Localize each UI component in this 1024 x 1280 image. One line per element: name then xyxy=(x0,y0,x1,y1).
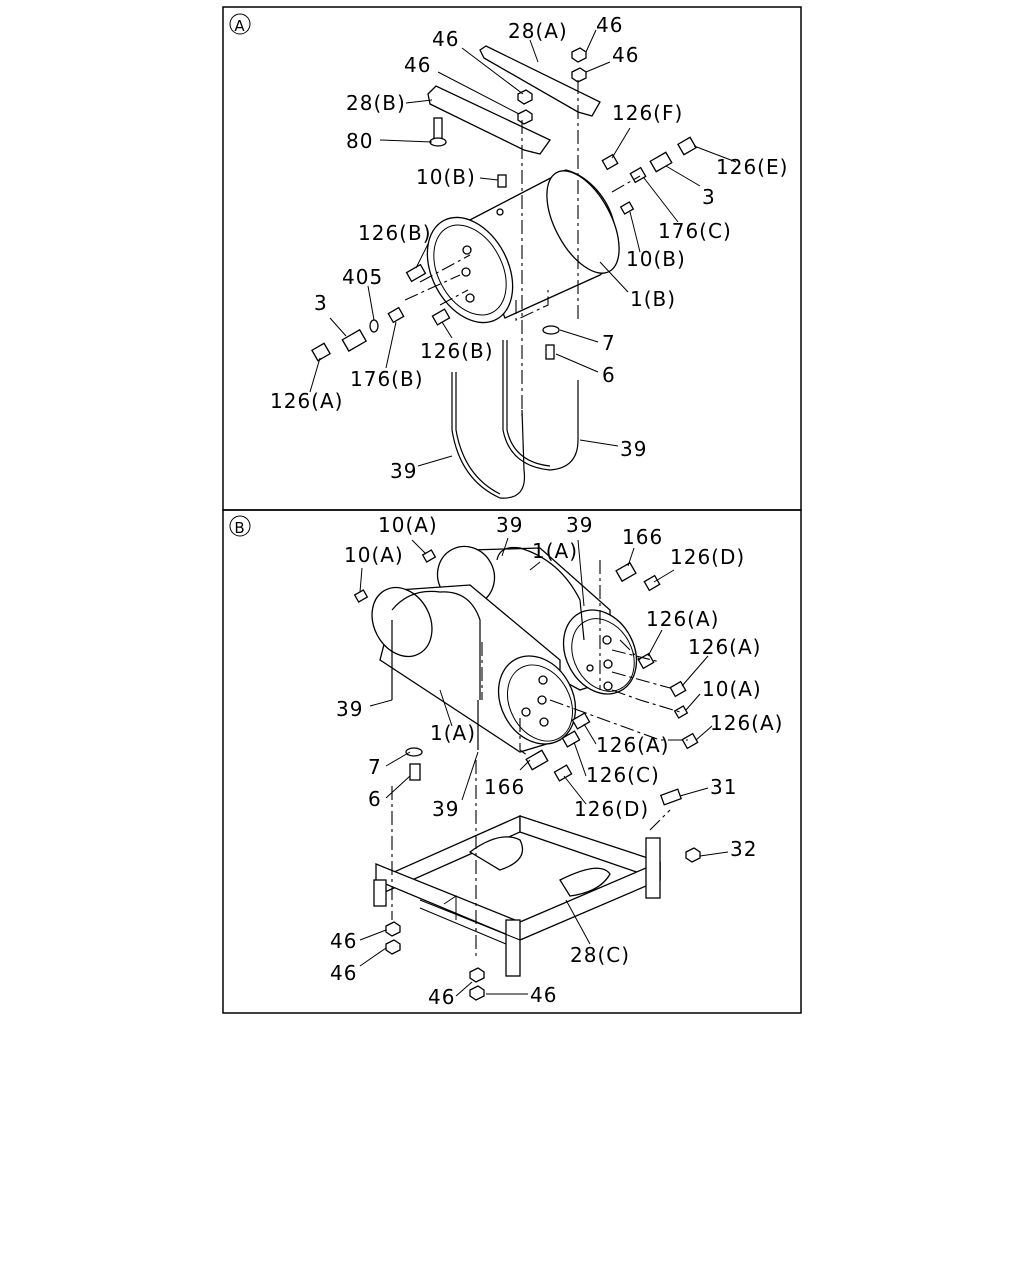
callout-label: 126(D) xyxy=(574,797,649,821)
callout-label: 32 xyxy=(730,837,757,861)
callout-label: 7 xyxy=(368,755,382,779)
callout-label: 39 xyxy=(336,697,363,721)
panel-a-drawing xyxy=(309,29,737,499)
callout-label: 126(E) xyxy=(716,155,788,179)
callout-label: 126(A) xyxy=(596,733,669,757)
callout-label: 46 xyxy=(428,985,455,1009)
panel-b-frame xyxy=(222,509,802,1014)
callout-label: 31 xyxy=(710,775,737,799)
callout-label: 126(A) xyxy=(710,711,783,735)
callout-label: 126(A) xyxy=(646,607,719,631)
svg-text:A: A xyxy=(234,17,245,35)
callout-label: 28(A) xyxy=(508,19,568,43)
panel-b-drawing xyxy=(353,537,729,1001)
callout-label: 10(B) xyxy=(416,165,476,189)
panel-a-labels: 46 46 28(A) 46 46 28(B) 80 126(F) 126(E)… xyxy=(270,13,788,483)
callout-label: 46 xyxy=(330,929,357,953)
callout-label: 46 xyxy=(530,983,557,1007)
panel-b-labels: 10(A) 39 39 166 10(A) 1(A) 126(D) 126(A)… xyxy=(330,513,783,1009)
callout-label: 126(B) xyxy=(358,221,432,245)
callout-label: 166 xyxy=(622,525,663,549)
callout-label: 1(A) xyxy=(532,539,578,563)
callout-label: 3 xyxy=(702,185,716,209)
callout-label: 39 xyxy=(390,459,417,483)
callout-label: 10(B) xyxy=(626,247,686,271)
strap-39 xyxy=(451,340,579,499)
callout-label: 10(A) xyxy=(344,543,404,567)
callout-label: 46 xyxy=(612,43,639,67)
callout-label: 126(C) xyxy=(586,763,660,787)
callout-label: 1(B) xyxy=(630,287,676,311)
callout-label: 3 xyxy=(314,291,328,315)
callout-label: 46 xyxy=(330,961,357,985)
bracket-28b xyxy=(427,85,551,155)
callout-label: 46 xyxy=(596,13,623,37)
svg-text:B: B xyxy=(234,519,245,537)
callout-label: 39 xyxy=(620,437,647,461)
callout-label: 39 xyxy=(432,797,459,821)
fittings-icon xyxy=(353,549,701,1001)
panel-a-marker: A xyxy=(229,13,251,35)
frame-28c xyxy=(373,814,661,977)
callout-label: 10(A) xyxy=(702,677,762,701)
fittings-icon xyxy=(311,136,697,362)
air-tank-1a-front xyxy=(371,584,577,753)
callout-label: 7 xyxy=(602,331,616,355)
callout-label: 1(A) xyxy=(430,721,476,745)
callout-label: 176(C) xyxy=(658,219,732,243)
callout-label: 39 xyxy=(496,513,523,537)
callout-label: 126(F) xyxy=(612,101,683,125)
bolt-80-icon xyxy=(429,117,447,147)
callout-label: 126(A) xyxy=(688,635,761,659)
callout-label: 39 xyxy=(566,513,593,537)
nut-icon xyxy=(517,47,587,125)
callout-label: 6 xyxy=(602,363,616,387)
callout-label: 80 xyxy=(346,129,373,153)
callout-label: 46 xyxy=(404,53,431,77)
callout-label: 28(C) xyxy=(570,943,630,967)
panel-b-marker: B xyxy=(229,515,251,537)
callout-label: 405 xyxy=(342,265,383,289)
callout-label: 28(B) xyxy=(346,91,406,115)
callout-label: 166 xyxy=(484,775,525,799)
bracket-28a xyxy=(479,45,601,117)
callout-label: 126(B) xyxy=(420,339,494,363)
callout-label: 126(A) xyxy=(270,389,343,413)
callout-label: 126(D) xyxy=(670,545,745,569)
callout-label: 6 xyxy=(368,787,382,811)
callout-label: 176(B) xyxy=(350,367,424,391)
callout-label: 10(A) xyxy=(378,513,438,537)
callout-label: 46 xyxy=(432,27,459,51)
